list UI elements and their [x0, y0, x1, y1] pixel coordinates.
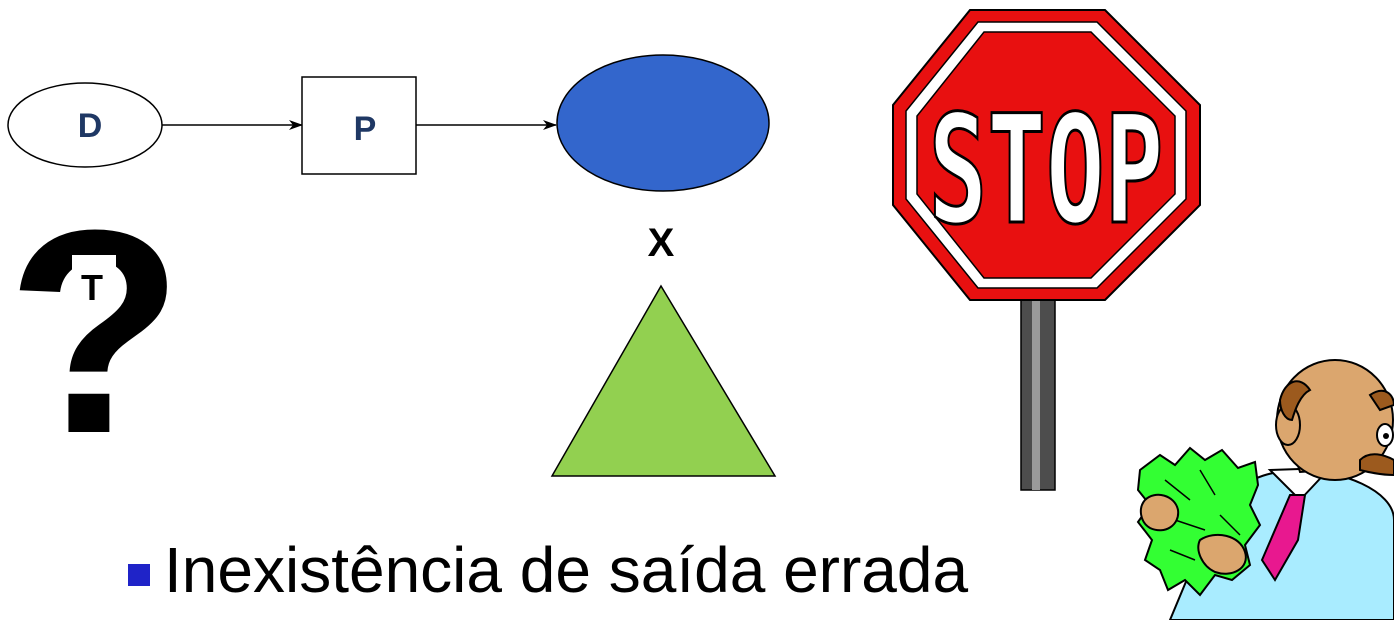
test-label: T — [81, 267, 103, 308]
data-node-label: D — [78, 107, 103, 145]
data-node: D — [7, 82, 163, 168]
expected-triangle — [550, 284, 777, 477]
bullet-square-icon — [128, 564, 150, 586]
process-node-label: P — [354, 110, 377, 148]
bullet-item: Inexistência de saída errada — [128, 530, 968, 610]
output-ellipse — [556, 54, 770, 192]
stop-sign-text: STOP — [929, 84, 1164, 258]
man-with-money-clipart — [1136, 359, 1394, 620]
question-mark-glyph: ? — [6, 170, 183, 494]
test-question-mark: ? T — [6, 170, 183, 494]
process-node: P — [301, 76, 417, 175]
stop-sign-icon: STOP — [892, 9, 1201, 491]
compare-label: X — [648, 221, 675, 265]
bullet-text: Inexistência de saída errada — [164, 534, 969, 606]
